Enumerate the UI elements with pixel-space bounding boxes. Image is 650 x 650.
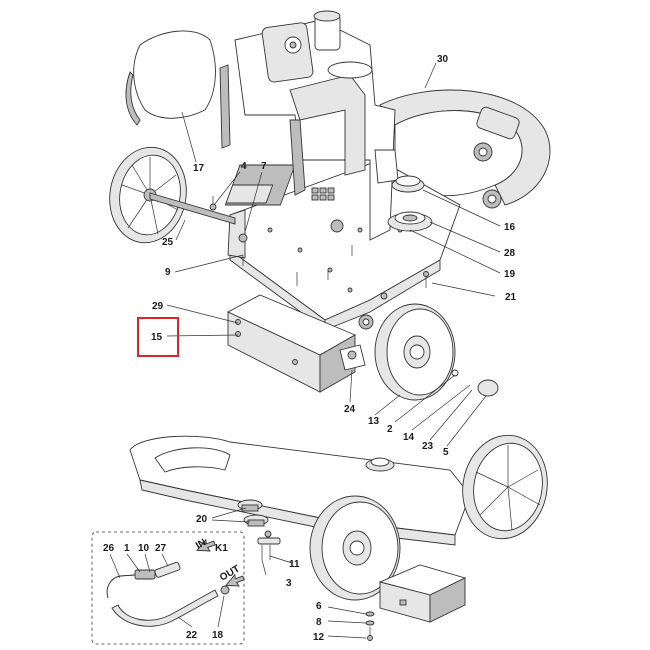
callout-label: 2	[387, 424, 393, 435]
squeegee-skirt	[379, 89, 551, 209]
callout-label-highlighted: 15	[151, 332, 163, 343]
kit-label: K1	[215, 543, 228, 554]
callout-label: 12	[313, 632, 325, 643]
highlight-box	[137, 317, 179, 357]
leader-lines	[109, 62, 501, 639]
callout-label: 4	[241, 161, 247, 172]
lower-fasteners	[365, 611, 375, 641]
small-fasteners	[209, 196, 429, 300]
callout-label: 9	[165, 267, 171, 278]
callout-label: 6	[316, 601, 322, 612]
callout-label: 16	[504, 222, 516, 233]
callout-label: 24	[344, 404, 356, 415]
upper-assembly	[109, 10, 551, 401]
callout-label: 18	[212, 630, 224, 641]
control-buttons	[311, 187, 335, 201]
suction-fittings	[387, 175, 433, 232]
callout-label: 25	[162, 237, 174, 248]
lower-electrical-box	[378, 564, 467, 623]
callout-label: 1	[124, 543, 130, 554]
callout-label: 23	[422, 441, 434, 452]
callout-label: 3	[286, 578, 292, 589]
inset-in-label: IN	[194, 537, 208, 552]
callout-label: 28	[504, 248, 516, 259]
callout-label: 17	[193, 163, 205, 174]
hose-kit-inset: IN OUT	[91, 531, 245, 645]
callout-label: 30	[437, 54, 449, 65]
callout-label: 5	[443, 447, 449, 458]
callout-label: 11	[289, 559, 300, 570]
callout-label: 26	[103, 543, 115, 554]
frame-holes	[267, 227, 403, 293]
callout-label: 29	[152, 301, 164, 312]
front-wheel-right	[358, 303, 499, 401]
callout-label: 14	[403, 432, 415, 443]
rear-wheel-upper	[109, 146, 236, 244]
handle-grip	[125, 30, 216, 126]
callout-label: 27	[155, 543, 167, 554]
callout-label: 19	[504, 269, 516, 280]
electrical-box	[226, 294, 366, 393]
callout-labels: 30 17 4 7 25 16 28 19 9 21 29 15 24 13 2…	[103, 54, 517, 643]
callout-label: 8	[316, 617, 322, 628]
base-tray	[129, 435, 471, 546]
callout-label: 21	[505, 292, 517, 303]
callout-label: 10	[138, 543, 150, 554]
rear-wheel-lower	[462, 434, 548, 540]
upright-column	[219, 10, 399, 241]
callout-label: 13	[368, 416, 380, 427]
lower-assembly	[129, 434, 548, 641]
front-wheel-lower	[309, 495, 401, 601]
callout-label: 20	[196, 514, 208, 525]
callout-label: 7	[261, 161, 267, 172]
hose-connectors	[237, 499, 281, 560]
callout-label: 22	[186, 630, 198, 641]
